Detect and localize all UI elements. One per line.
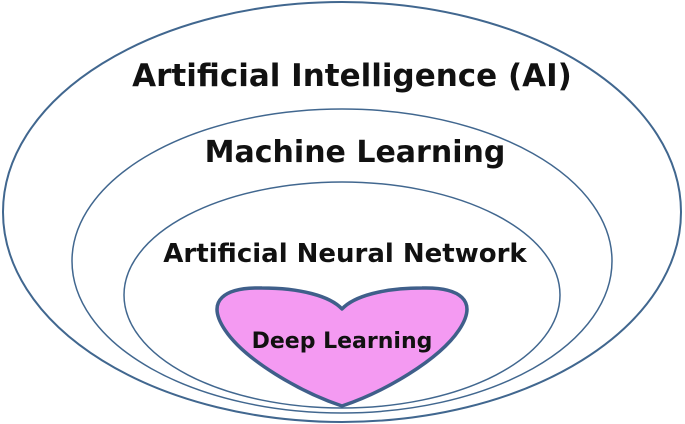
ml-ellipse bbox=[71, 108, 613, 414]
ann-label: Artificial Neural Network bbox=[163, 239, 527, 269]
heart-shape bbox=[215, 286, 469, 408]
ann-ellipse bbox=[123, 181, 561, 409]
ai-label: Artificial Intelligence (AI) bbox=[132, 58, 572, 94]
ml-label: Machine Learning bbox=[205, 135, 506, 170]
deep-learning-label: Deep Learning bbox=[252, 329, 433, 354]
